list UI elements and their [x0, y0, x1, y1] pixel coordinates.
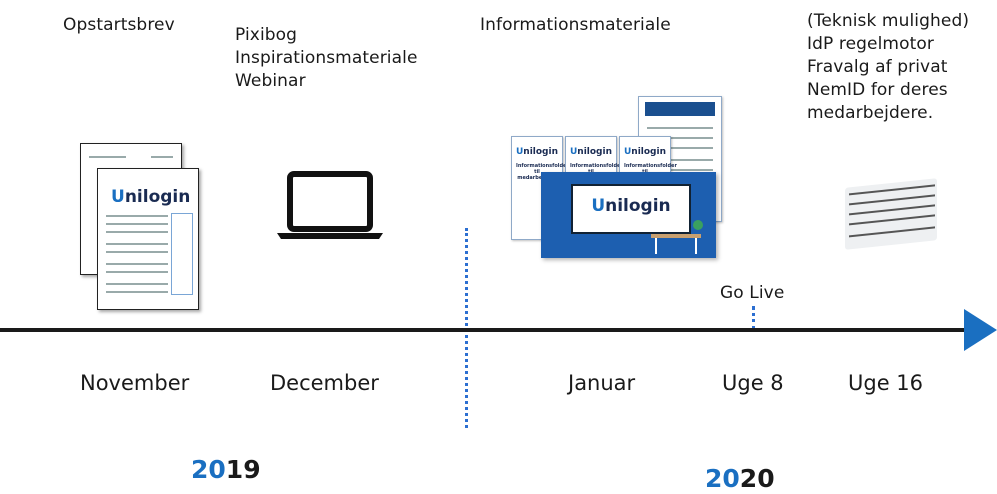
milestone-label-go-live: Go Live — [720, 283, 785, 303]
year-2019: 2019 — [191, 455, 261, 484]
laptop-icon — [277, 171, 383, 239]
milestone-label-pixibog: Pixibog Inspirationsmateriale Webinar — [235, 25, 418, 91]
period-december: December — [270, 371, 379, 395]
document-front: Unilogin — [97, 168, 199, 310]
milestone-label-teknisk-mulighed: (Teknisk mulighed) IdP regelmotor Fraval… — [807, 11, 970, 123]
document-sidebar-box — [171, 213, 193, 295]
period-januar: Januar — [568, 371, 636, 395]
year-2020: 2020 — [705, 464, 775, 493]
slide-screen: Unilogin — [571, 184, 691, 234]
nemid-card-image — [845, 178, 937, 250]
milestone-label-opstartsbrev: Opstartsbrev — [63, 15, 175, 35]
timeline-line — [0, 328, 970, 332]
period-november: November — [80, 371, 190, 395]
period-uge-8: Uge 8 — [722, 371, 784, 395]
document-unilogin-logo: Unilogin — [111, 187, 191, 207]
milestone-label-informationsmateriale: Informationsmateriale — [480, 15, 671, 35]
timeline-arrow-icon — [964, 309, 997, 351]
go-live-marker — [752, 306, 755, 330]
period-uge-16: Uge 16 — [848, 371, 924, 395]
info-slide: Unilogin — [541, 172, 716, 258]
document-stack-image: Unilogin — [80, 143, 206, 311]
slide-unilogin-logo: Unilogin — [591, 196, 671, 216]
